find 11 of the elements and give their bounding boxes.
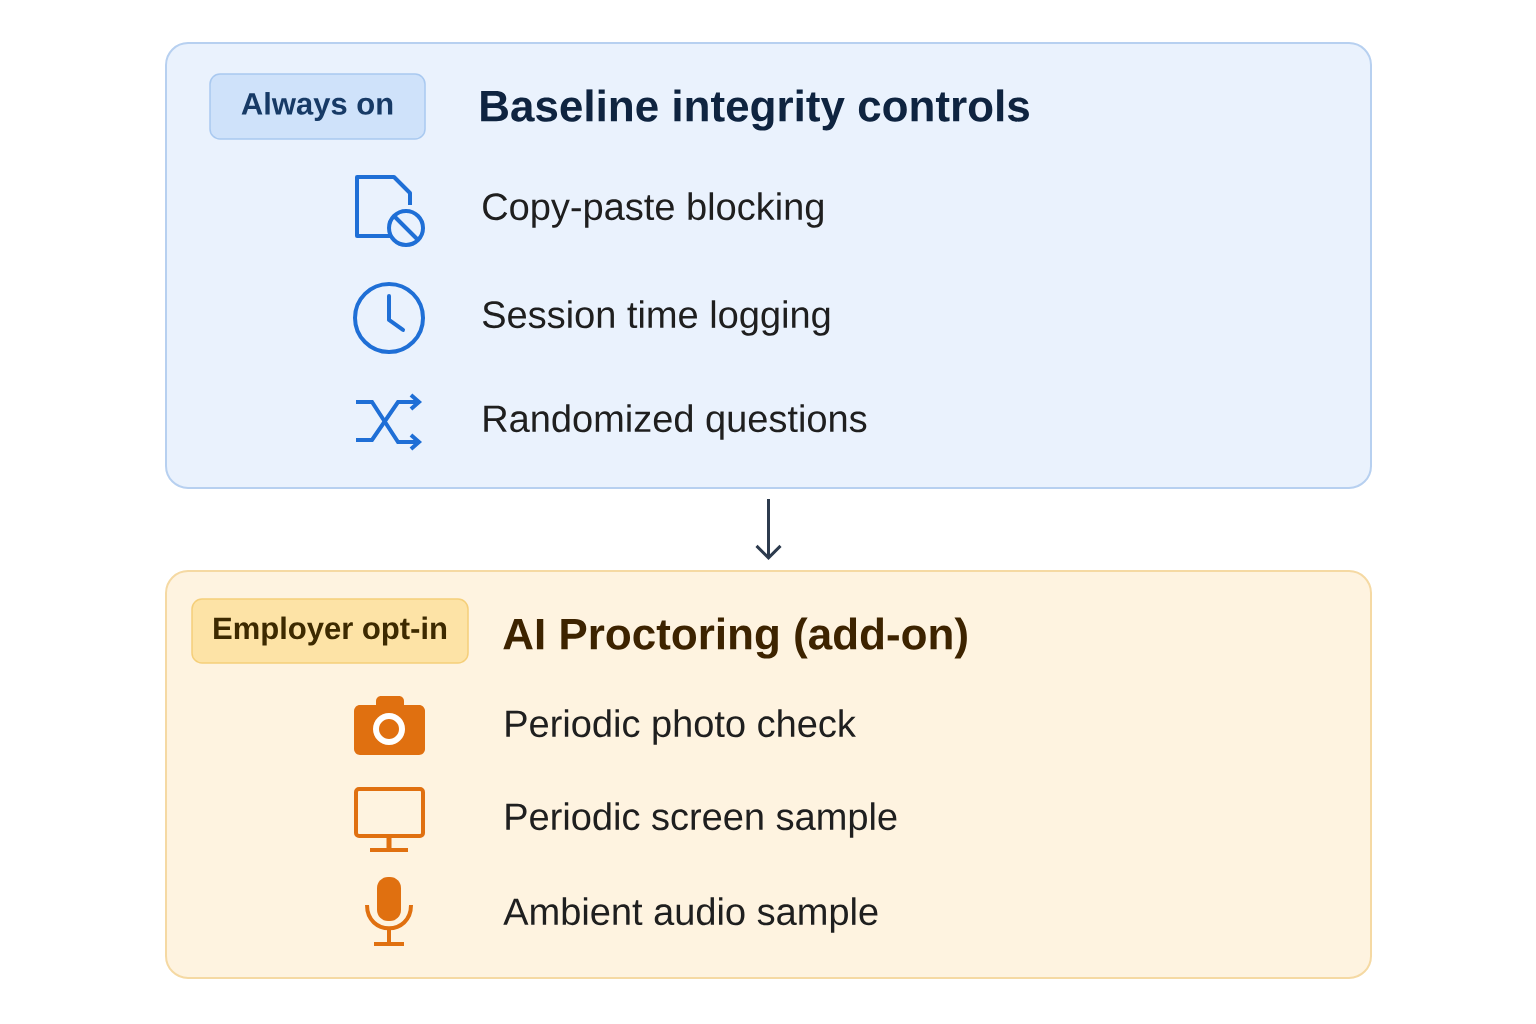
item-text: Session time logging — [482, 300, 830, 336]
panel-title: AI Proctoring (add-on) — [503, 617, 967, 659]
badge: Always on — [209, 73, 426, 140]
item-text: Periodic screen sample — [506, 802, 897, 838]
item-text: Periodic photo check — [506, 709, 856, 745]
item-text: Copy-paste blocking — [483, 192, 823, 228]
panel-title: Baseline integrity controls — [481, 89, 1029, 131]
item-text: Ambient audio sample — [503, 897, 878, 933]
arrow — [755, 499, 782, 560]
badge: Employer opt-in — [191, 598, 469, 664]
item-text: Randomized questions — [484, 404, 867, 440]
